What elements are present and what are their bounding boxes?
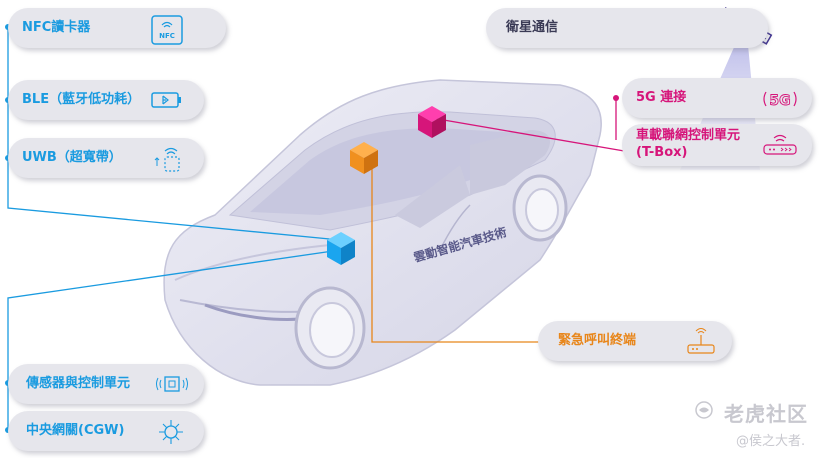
cgw-pill: 中央網關(CGW) <box>8 411 204 451</box>
router-icon <box>760 130 797 158</box>
ble-label: BLE（藍牙低功耗） <box>22 92 141 107</box>
5g-pill: 5G 連接 5G <box>622 78 812 118</box>
emergency-pill: 緊急呼叫終端 <box>538 321 732 361</box>
svg-text:NFC: NFC <box>159 32 175 40</box>
battery-bluetooth-icon <box>150 86 181 114</box>
uwb-pill: UWB（超寬帶） <box>8 138 204 178</box>
cube-blue <box>327 232 355 265</box>
ble-pill: BLE（藍牙低功耗） <box>8 80 204 120</box>
5g-label: 5G 連接 <box>636 90 687 105</box>
svg-text:5G: 5G <box>769 93 790 109</box>
car-body <box>163 79 602 386</box>
watermark-logo-icon <box>695 401 713 419</box>
nfc-icon: NFC <box>150 14 183 45</box>
satellite-label: 衛星通信 <box>506 20 559 35</box>
sensor-control-label: 傳感器與控制單元 <box>26 376 131 391</box>
nfc-reader-label: NFC讀卡器 <box>22 20 91 35</box>
nfc-reader-pill: NFC讀卡器 NFC <box>8 8 226 48</box>
watermark-brand: 老虎社区 <box>724 402 808 426</box>
uwb-label: UWB（超寬帶） <box>22 150 122 165</box>
satellite-pill: 衛星通信 <box>486 8 768 48</box>
sensor-control-pill: 傳感器與控制單元 <box>8 364 204 404</box>
cgw-label: 中央網關(CGW) <box>26 423 125 438</box>
uwb-signal-icon <box>154 144 184 172</box>
watermark-handle: @侯之大者. <box>736 434 806 449</box>
tbox-label-line1: 車載聯網控制單元 <box>636 128 741 143</box>
sensor-chip-icon <box>152 370 188 398</box>
gateway-chip-icon <box>154 417 184 445</box>
emergency-terminal-icon <box>684 327 715 355</box>
cube-magenta <box>418 106 446 138</box>
cube-orange <box>350 142 378 174</box>
5g-icon: 5G <box>760 84 797 112</box>
tbox-label-line2: (T-Box) <box>636 145 688 160</box>
tbox-pill: 車載聯網控制單元 (T-Box) <box>622 124 812 166</box>
emergency-label: 緊急呼叫終端 <box>558 333 637 348</box>
